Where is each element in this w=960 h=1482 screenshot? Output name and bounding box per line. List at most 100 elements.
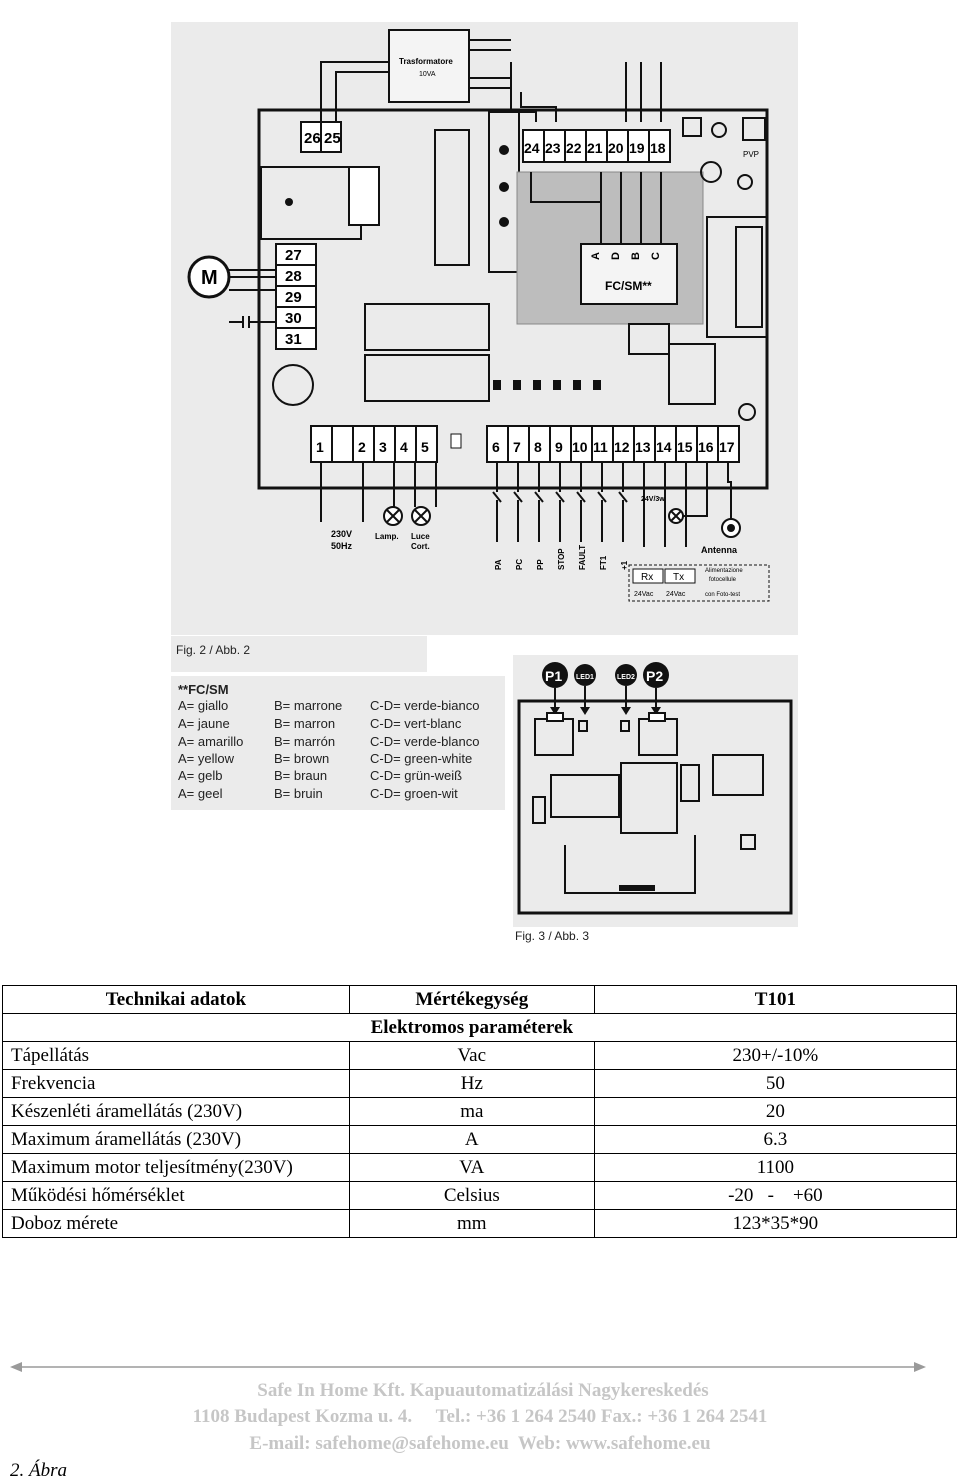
table-header-row: Technikai adatok Mértékegység T101 <box>2 985 958 1014</box>
legend-row: A= yellow B= brown C-D= green-white <box>178 751 498 768</box>
terminal-label: 3 <box>379 439 387 455</box>
photocell-box <box>628 564 770 602</box>
terminal-label: 23 <box>545 140 561 156</box>
legend-b: B= braun <box>274 768 328 783</box>
legend-row: A= gelb B= braun C-D= grün-weiß <box>178 768 498 785</box>
terminal-label: 9 <box>555 439 563 455</box>
param-cell: Működési hőmérséklet <box>2 1181 350 1210</box>
unit-cell: mm <box>348 1209 595 1238</box>
fc-sm-label: FC/SM** <box>605 279 652 293</box>
footer-contact: E-mail: safehome@safehome.eu Web: www.sa… <box>249 1433 711 1454</box>
legend-a: A= amarillo <box>178 734 244 749</box>
photocell-note-3: con Foto-test <box>705 592 740 598</box>
led1-label: LED1 <box>576 674 594 681</box>
terminal-label: 31 <box>285 331 302 348</box>
fc-wire-letter: B <box>630 252 642 260</box>
rx-voltage: 24Vac <box>634 591 654 598</box>
value-cell: 6.3 <box>593 1125 958 1154</box>
legend-cd: C-D= verde-bianco <box>370 698 480 713</box>
terminal-label: 20 <box>608 140 624 156</box>
unit-cell: Celsius <box>348 1181 595 1210</box>
figure-2-caption-box <box>171 636 427 672</box>
footer-address: 1108 Budapest Kozma u. 4. Tel.: +36 1 26… <box>192 1406 768 1427</box>
table-row: Készenléti áramellátás (230V) ma 20 <box>2 1097 958 1126</box>
footer-divider-arrow <box>10 1362 926 1372</box>
header-unit: Mértékegység <box>348 985 595 1014</box>
param-cell: Készenléti áramellátás (230V) <box>2 1097 350 1126</box>
value-cell: 230+/-10% <box>593 1041 958 1070</box>
terminal-label: 17 <box>719 439 735 455</box>
param-cell: Maximum motor teljesítmény(230V) <box>2 1153 350 1182</box>
legend-b: B= marrone <box>274 698 343 713</box>
power-hz-label: 50Hz <box>331 541 353 551</box>
transformer <box>388 29 470 103</box>
legend-a: A= yellow <box>178 751 234 766</box>
courtesy-label-2: Cort. <box>411 542 430 551</box>
table-row: Doboz mérete mm 123*35*90 <box>2 1209 958 1238</box>
legend-b: B= marrón <box>274 734 336 749</box>
legend-a: A= giallo <box>178 698 229 713</box>
terminal-label: 6 <box>492 439 500 455</box>
terminal-label: 19 <box>629 140 645 156</box>
header-parameter: Technikai adatok <box>2 985 350 1014</box>
input-label: +1 <box>620 560 629 570</box>
p2-button <box>643 662 669 688</box>
section-title: Elektromos paraméterek <box>349 1013 595 1042</box>
header-model: T101 <box>593 985 958 1014</box>
p1-label: P1 <box>545 668 562 684</box>
photocell-note-1: Alimentazione <box>705 568 743 574</box>
param-cell: Doboz mérete <box>2 1209 350 1238</box>
p2-label: P2 <box>646 668 663 684</box>
unit-cell: Hz <box>348 1069 595 1098</box>
terminal-label: 27 <box>285 247 302 264</box>
legend-b: B= marron <box>274 716 336 731</box>
terminal-label: 7 <box>513 439 521 455</box>
terminal-label: 11 <box>593 439 608 455</box>
param-cell: Tápellátás <box>2 1041 350 1070</box>
input-label: FT1 <box>599 555 608 570</box>
terminal-label: 25 <box>324 130 341 147</box>
figure-3-caption: Fig. 3 / Abb. 3 <box>515 929 590 943</box>
power-label: 230V <box>331 529 352 539</box>
receiver-board-diagram: P1 LED1 LED2 P2 <box>513 655 798 927</box>
wire-color-legend <box>171 676 505 810</box>
legend-row: A= geel B= bruin C-D= groen-wit <box>178 786 498 803</box>
terminal-label: 12 <box>614 439 630 455</box>
tx-voltage: 24Vac <box>666 591 686 598</box>
pvp-label: PVP <box>743 150 759 159</box>
value-cell: 50 <box>593 1069 958 1098</box>
terminal-label: 29 <box>285 289 302 306</box>
table-row: Működési hőmérséklet Celsius -20 - +60 <box>2 1181 958 1210</box>
legend-b: B= bruin <box>274 786 323 801</box>
legend-a: A= jaune <box>178 716 230 731</box>
input-label: PA <box>494 559 503 570</box>
transformer-label: Trasformatore <box>399 57 453 66</box>
input-label: PP <box>536 559 545 570</box>
terminal-label: 18 <box>650 140 666 156</box>
photocell-note-2: fotocellule <box>709 577 737 583</box>
legend-title: **FC/SM <box>178 682 229 697</box>
terminal-label: 26 <box>304 130 321 147</box>
terminal-label: 10 <box>572 439 588 455</box>
unit-cell: A <box>348 1125 595 1154</box>
legend-cd: C-D= vert-blanc <box>370 716 462 731</box>
legend-row: A= amarillo B= marrón C-D= verde-blanco <box>178 734 498 751</box>
terminal-label: 22 <box>566 140 582 156</box>
unit-cell: Vac <box>348 1041 595 1070</box>
terminal-label: 13 <box>635 439 651 455</box>
led2-label: LED2 <box>617 674 635 681</box>
input-label: STOP <box>557 548 566 570</box>
param-cell: Maximum áramellátás (230V) <box>2 1125 350 1154</box>
tx-label: Tx <box>673 572 684 583</box>
terminal-label: 2 <box>358 439 366 455</box>
input-label: PC <box>515 559 524 570</box>
courtesy-label: Luce <box>411 532 430 541</box>
input-label: FAULT <box>578 545 587 570</box>
fc-wire-letter: D <box>610 252 622 260</box>
terminal-label: 30 <box>285 310 302 327</box>
legend-row: A= giallo B= marrone C-D= verde-bianco <box>178 698 498 715</box>
terminal-label: 15 <box>677 439 693 455</box>
terminal-label: 28 <box>285 268 302 285</box>
